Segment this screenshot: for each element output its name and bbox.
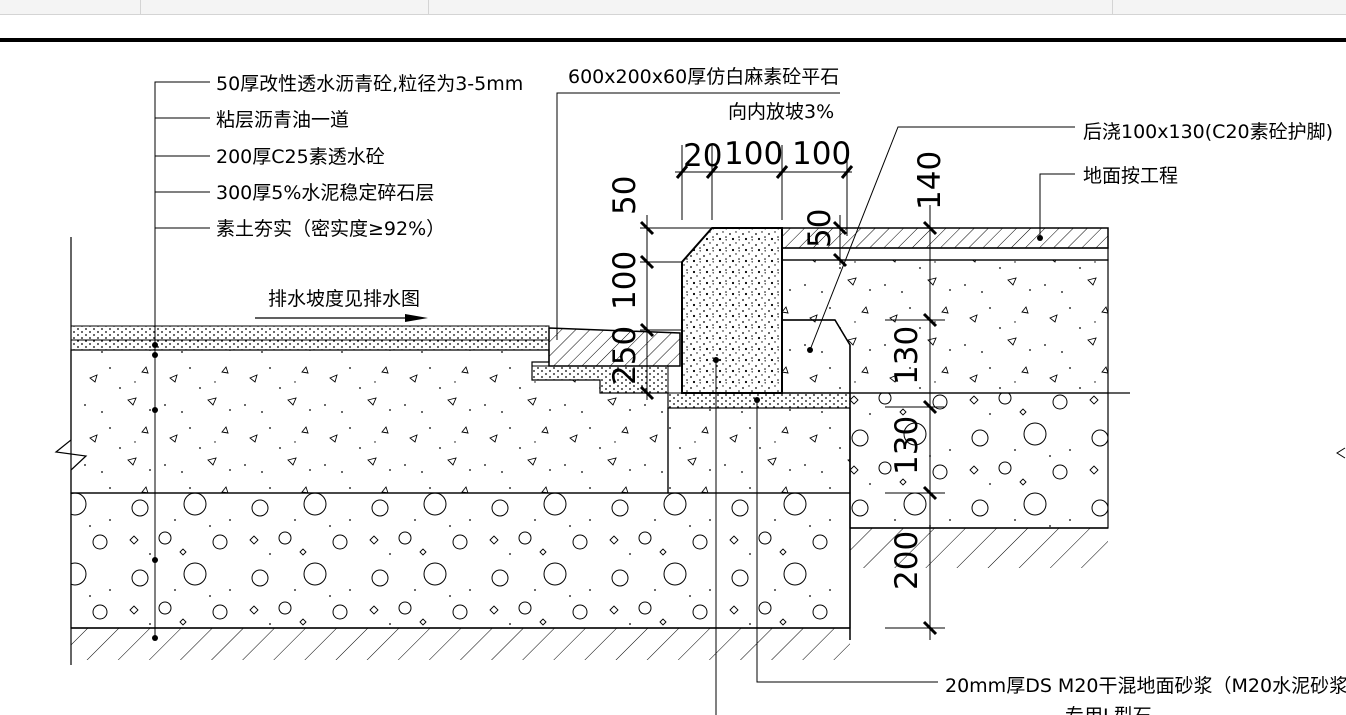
dim-top-20: 20: [683, 138, 722, 174]
ground-label: 地面按工程: [1083, 165, 1178, 187]
tab-3[interactable]: [428, 0, 1113, 14]
cut-note: 专用L型石: [1065, 705, 1152, 715]
dim-v130b: 130: [889, 416, 925, 475]
dimension-ticks-top: [675, 165, 854, 179]
drain-note: 排水坡度见排水图: [268, 288, 420, 310]
layer-label-4: 300厚5%水泥稳定碎石层: [216, 182, 434, 204]
dim-v200: 200: [889, 531, 925, 590]
layer-label-1: 50厚改性透水沥青砼,粒径为3-5mm: [216, 73, 523, 95]
curb-foundation: [667, 407, 851, 494]
ground-bedding: [781, 247, 1109, 261]
layer-cement-stabilized-gravel: [70, 492, 851, 629]
tab-2[interactable]: [140, 0, 429, 14]
layer-label-5: 素土夯实（密实度≥92%）: [216, 218, 445, 240]
layer-leaders: [154, 81, 210, 640]
dim-v140: 140: [912, 151, 948, 210]
layer-compacted-soil: [71, 628, 850, 660]
layer-tack-coat: [70, 339, 550, 351]
dimension-lines-right: [885, 205, 945, 640]
dim-v100: 100: [607, 251, 643, 310]
concrete-haunch: [781, 319, 851, 394]
dim-top-100a: 100: [724, 136, 783, 172]
curb-stone: [681, 227, 783, 394]
dim-top-100b: 100: [792, 136, 851, 172]
ground-base: [781, 259, 1109, 394]
mortar-bed-left: [531, 365, 669, 394]
dim-v50: 50: [607, 176, 643, 215]
dim-v50b: 50: [802, 209, 838, 248]
layer-asphalt-surface: [70, 325, 550, 341]
slope-note: 向内放坡3%: [728, 101, 834, 123]
dimension-ticks-right: [922, 220, 938, 636]
dimension-ticks-left: [639, 220, 655, 401]
layer-label-2: 粘层沥青油一道: [216, 109, 349, 131]
layer-label-3: 200厚C25素透水砼: [216, 146, 385, 168]
mortar-label: 20mm厚DS M20干混地面砂浆（M20水泥砂浆）: [945, 675, 1346, 697]
tab-1[interactable]: [0, 0, 141, 14]
haunch-label: 后浇100x130(C20素砼护脚): [1083, 121, 1333, 143]
drain-arrow-icon: [405, 314, 428, 322]
dim-v130a: 130: [889, 326, 925, 385]
ground-subbase: [849, 392, 1109, 529]
window-tab-bar: [0, 0, 1346, 15]
dimension-lines-top: [675, 145, 852, 236]
dim-v250: 250: [607, 326, 643, 385]
ground-soil: [850, 528, 1108, 568]
curb-stone-label: 600x200x60厚仿白麻素砼平石: [568, 66, 839, 88]
